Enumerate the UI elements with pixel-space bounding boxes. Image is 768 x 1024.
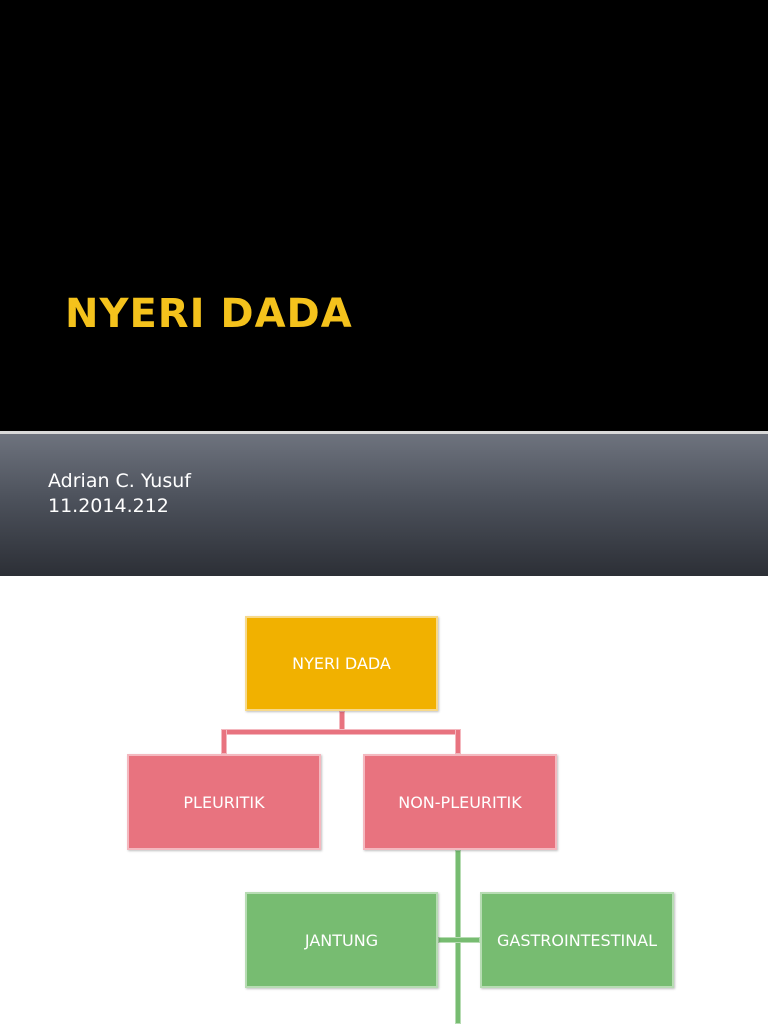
student-id: 11.2014.212 bbox=[48, 495, 169, 517]
slide-title: NYERI DADA bbox=[65, 291, 353, 337]
node-gastrointestinal: GASTROINTESTINAL bbox=[480, 892, 674, 988]
node-jantung: JANTUNG bbox=[245, 892, 438, 988]
connector-nonpleuritik-drop bbox=[455, 729, 461, 754]
node-pleuritik: PLEURITIK bbox=[127, 754, 321, 850]
title-divider bbox=[0, 431, 768, 434]
author-name: Adrian C. Yusuf bbox=[48, 470, 191, 492]
connector-level2-bar bbox=[221, 729, 461, 735]
connector-root-stem bbox=[339, 711, 345, 731]
title-slide: NYERI DADA bbox=[0, 0, 768, 431]
org-chart: NYERI DADA PLEURITIK NON-PLEURITIK JANTU… bbox=[0, 576, 768, 1024]
subtitle-band bbox=[0, 434, 768, 576]
node-nyeri-dada: NYERI DADA bbox=[245, 616, 438, 711]
connector-pleuritik-drop bbox=[221, 729, 227, 754]
connector-level3-bar bbox=[438, 937, 480, 943]
node-non-pleuritik: NON-PLEURITIK bbox=[363, 754, 557, 850]
